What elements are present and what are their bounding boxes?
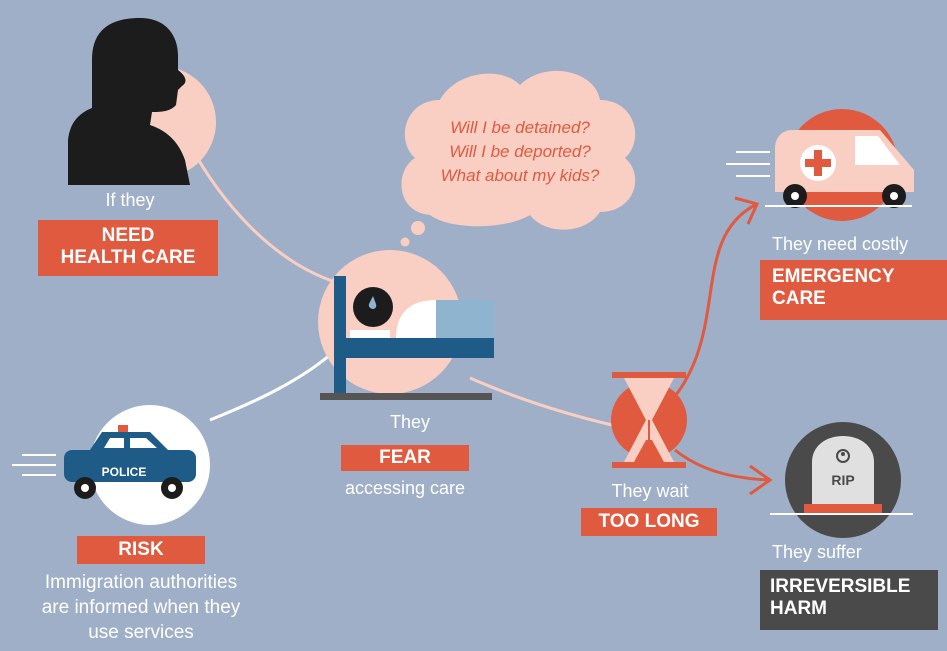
thought-bubble-icon — [400, 70, 636, 247]
thought-line-3: What about my kids? — [440, 166, 600, 185]
connector-risk-to-fear — [209, 353, 331, 422]
emergency-tag-line1: EMERGENCY — [772, 266, 895, 287]
need-tag-line1: NEED — [101, 225, 155, 246]
harm-lead-text: They suffer — [772, 542, 862, 562]
arrow-to-harm — [674, 448, 769, 482]
arrow-head-harm — [749, 464, 773, 496]
need-lead-text: If they — [105, 190, 155, 210]
fear-tag: FEAR — [341, 445, 469, 471]
thought-text: Will I be detained? Will I be deported? … — [405, 116, 635, 188]
bed-patient-icon — [318, 250, 494, 400]
arrow-to-emergency — [670, 203, 756, 401]
fear-trail-text: accessing care — [344, 478, 466, 498]
police-car-icon: POLICE — [12, 405, 210, 525]
risk-description: Immigration authorities are informed whe… — [5, 570, 277, 645]
ambulance-icon — [726, 109, 914, 221]
emergency-tag-line2: CARE — [772, 288, 826, 309]
too-long-tag: TOO LONG — [581, 508, 717, 536]
police-label: POLICE — [102, 465, 147, 479]
emergency-lead-text: They need costly — [772, 234, 909, 254]
risk-desc-line1: Immigration authorities — [44, 572, 238, 593]
fear-lead-text: They — [389, 412, 431, 432]
hourglass-icon — [611, 372, 687, 468]
irreversible-harm-tag: IRREVERSIBLE HARM — [760, 570, 938, 630]
connector-fear-to-wait — [469, 376, 613, 427]
harm-tag-line1: IRREVERSIBLE — [770, 576, 911, 597]
connector-need-to-fear — [188, 144, 336, 284]
risk-tag: RISK — [77, 536, 205, 564]
harm-tag-line2: HARM — [770, 598, 827, 619]
thought-line-2: Will I be deported? — [449, 142, 591, 161]
need-health-care-tag: NEED HEALTH CARE — [38, 220, 218, 276]
wait-lead-text: They wait — [611, 481, 689, 501]
risk-desc-line3: use services — [88, 622, 194, 643]
thought-line-1: Will I be detained? — [450, 118, 590, 137]
arrow-head-emergency — [734, 196, 760, 225]
tombstone-icon: RIP — [770, 422, 913, 538]
rip-label: RIP — [831, 472, 854, 488]
risk-desc-line2: are informed when they — [41, 597, 241, 618]
emergency-care-tag: EMERGENCY CARE — [760, 260, 947, 320]
person-silhouette-icon — [68, 18, 216, 185]
need-tag-line2: HEALTH CARE — [60, 247, 196, 268]
